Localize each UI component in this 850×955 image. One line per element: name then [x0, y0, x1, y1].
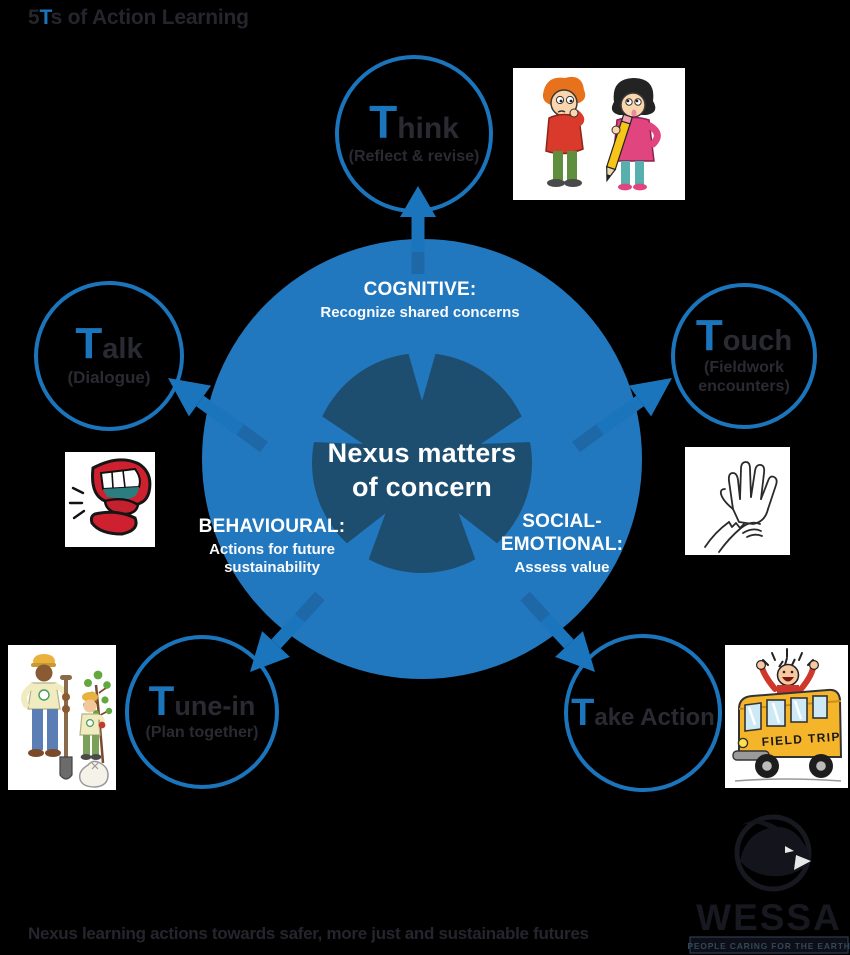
thinking-kids-drawing — [513, 68, 685, 200]
antelope-head — [740, 827, 811, 877]
logo-wordmark: WESSA — [696, 897, 842, 938]
wessa-logo: WESSA PEOPLE CARING FOR THE EARTH — [687, 813, 850, 955]
logo-tagline: PEOPLE CARING FOR THE EARTH — [688, 941, 850, 951]
tree-planting-illustration — [8, 645, 116, 790]
cheering-kid — [756, 657, 819, 699]
title-prefix: 5 — [28, 6, 40, 29]
touch-subtitle: (Fieldwork encounters) — [698, 359, 790, 395]
mouth-interior — [103, 487, 139, 499]
nexus-heading-line2: of concern — [351, 471, 493, 502]
nexus-heading: Nexus matters of concern — [272, 437, 572, 505]
think-label: Think — [369, 99, 459, 146]
touching-hands-illustration — [685, 447, 790, 555]
field-trip-bus-drawing: FIELD TRIP — [725, 645, 848, 788]
thinking-kids-illustration — [513, 68, 685, 200]
node-circle-talk: Talk (Dialogue) — [34, 281, 184, 431]
tune-in-label: Tune-in — [149, 679, 256, 721]
bus-body: FIELD TRIP — [732, 688, 843, 782]
logo-banner — [689, 936, 849, 954]
behavioural-title: BEHAVIOURAL: — [198, 516, 346, 537]
tune-in-rest: une-in — [174, 690, 256, 721]
touch-initial: T — [695, 310, 723, 360]
node-circle-take-action: Take Action — [564, 634, 722, 792]
shovel — [59, 675, 73, 780]
girl-pants — [621, 161, 630, 185]
node-circle-touch: Touch (Fieldwork encounters) — [671, 283, 817, 429]
take-action-label: Take Action — [571, 694, 715, 732]
adult-planter — [21, 654, 69, 757]
talk-initial: T — [75, 319, 103, 369]
inner-circle — [312, 353, 532, 573]
touching-hands-drawing — [685, 447, 790, 555]
talk-subtitle: (Dialogue) — [67, 368, 151, 388]
bus-banner-text: FIELD TRIP — [761, 729, 841, 749]
talk-label: Talk — [75, 322, 143, 366]
title-accent-letter: T — [39, 6, 51, 29]
sound-lines — [68, 486, 86, 520]
pencil — [605, 113, 634, 183]
antelope-eye — [785, 846, 794, 853]
child-planter — [79, 692, 106, 760]
open-hand-finger — [727, 472, 741, 510]
open-hand-palm — [732, 508, 769, 525]
cycle-notches — [304, 345, 540, 568]
nexus-heading-line1: Nexus matters — [327, 438, 517, 468]
think-subtitle: (Reflect & revise) — [348, 147, 480, 165]
behavioural-desc: Actions for future sustainability — [209, 540, 335, 576]
tune-in-subtitle: (Plan together) — [145, 723, 259, 741]
cognitive-domain-label: COGNITIVE: Recognize shared concerns — [300, 279, 540, 322]
page-title: 5Ts of Action Learning — [28, 6, 249, 30]
touch-rest: ouch — [722, 324, 793, 357]
logo-ring — [734, 814, 812, 892]
cognitive-desc: Recognize shared concerns — [320, 303, 520, 321]
field-trip-bus-illustration: FIELD TRIP — [725, 645, 848, 788]
social-emotional-desc: Assess value — [514, 558, 610, 576]
node-circle-think: Think (Reflect & revise) — [335, 55, 493, 213]
social-emotional-title: SOCIAL-EMOTIONAL: — [500, 511, 624, 555]
behavioural-domain-label: BEHAVIOURAL: Actions for future sustaina… — [187, 516, 357, 577]
tune-in-initial: T — [148, 676, 175, 724]
touch-label: Touch — [696, 313, 793, 357]
reaching-arm — [704, 521, 730, 548]
take-action-initial: T — [571, 691, 595, 734]
footer-caption: Nexus learning actions towards safer, mo… — [28, 924, 589, 943]
tree-planting-drawing — [8, 645, 116, 790]
grasping-fingers — [740, 521, 763, 538]
shouting-mouth-illustration — [65, 452, 155, 547]
title-suffix: s of Action Learning — [50, 6, 249, 29]
cognitive-title: COGNITIVE: — [363, 279, 477, 300]
shouting-mouth-drawing — [65, 452, 155, 547]
social-emotional-domain-label: SOCIAL-EMOTIONAL: Assess value — [487, 511, 637, 577]
wessa-logo-graphic: WESSA PEOPLE CARING FOR THE EARTH — [687, 814, 850, 954]
antelope-muzzle — [794, 855, 811, 870]
sack — [78, 760, 109, 788]
upper-teeth — [99, 467, 141, 491]
boy-pants — [553, 151, 563, 180]
inner-cycle-graphic — [304, 345, 540, 573]
think-initial: T — [369, 96, 398, 149]
node-circle-tune-in: Tune-in (Plan together) — [125, 635, 279, 789]
take-action-rest: ake Action — [594, 703, 715, 731]
talk-rest: alk — [102, 333, 143, 366]
headlight — [737, 737, 749, 749]
lower-lip — [89, 510, 138, 536]
ground-line — [734, 778, 842, 782]
think-rest: hink — [397, 112, 459, 146]
tongue — [103, 498, 140, 516]
